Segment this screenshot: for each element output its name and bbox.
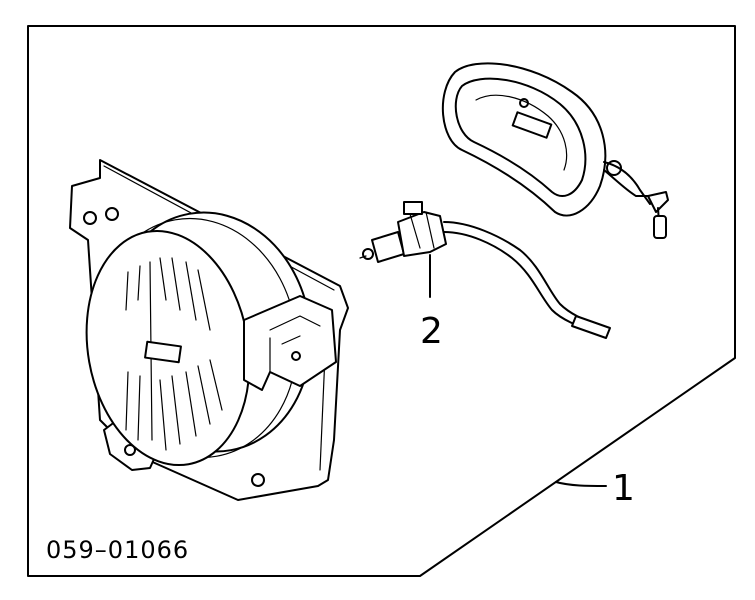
- fog-lamp-assembly: [69, 159, 349, 501]
- part-code: 059–01066: [46, 536, 189, 564]
- diagram-frame: [27, 25, 736, 577]
- callout-2-label: 2: [420, 311, 443, 352]
- lamp-housing-rear: [441, 62, 669, 239]
- callout-1-label: 1: [612, 468, 635, 509]
- callout-1: 1: [555, 468, 635, 509]
- bulb-with-harness: [359, 201, 611, 339]
- callout-2: 2: [420, 254, 443, 352]
